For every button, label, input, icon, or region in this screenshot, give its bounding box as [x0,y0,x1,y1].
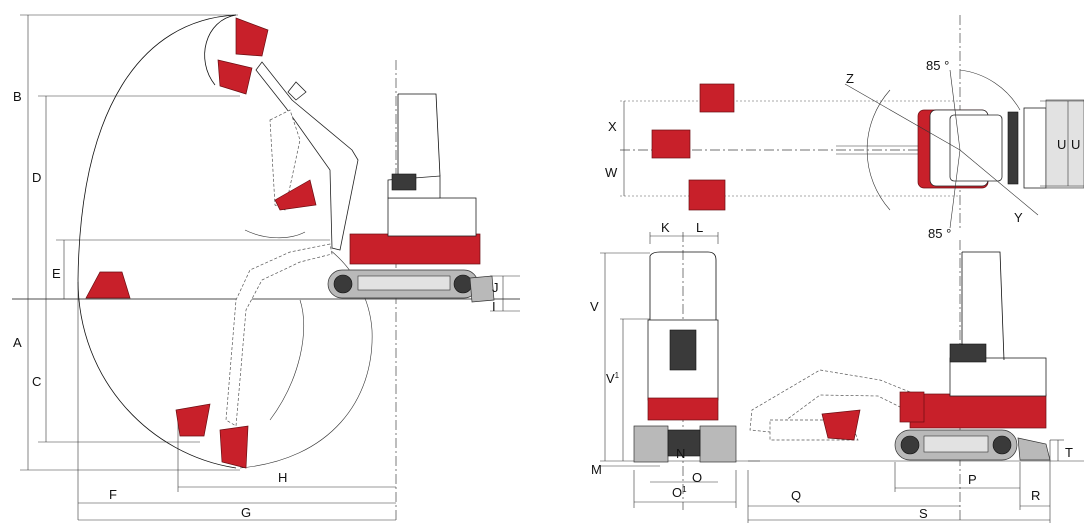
label-R: R [1031,488,1040,503]
label-angle-top: 85 ° [926,58,949,73]
bucket-top-3 [688,179,726,211]
label-O1: O1 [672,485,687,500]
label-S: S [919,506,928,521]
label-H: H [278,470,287,485]
label-angle-bottom: 85 ° [928,226,951,241]
label-K: K [661,220,670,235]
front-track-left [633,425,669,463]
label-I: I [492,299,496,314]
top-view: X W Z Y 85 ° 85 ° U U [605,15,1084,241]
bucket-top-1 [699,83,735,113]
front-track-right [699,425,737,463]
label-Z: Z [846,71,854,86]
transport-boom [749,369,911,433]
label-O: O [692,470,702,485]
label-A: A [13,335,22,350]
transport-side-view: T P Q R S [747,240,1084,523]
label-B: B [13,89,22,104]
label-N: N [676,446,685,461]
label-U-left: U [1057,137,1066,152]
label-V1: V1 [606,371,620,386]
boom-upper [217,17,359,251]
transport-bucket [821,409,861,441]
label-Y: Y [1014,210,1023,225]
boom-lower [175,243,333,469]
working-range-view: B D E A C H F G J I [12,14,520,521]
label-U-right: U [1071,137,1080,152]
label-V: V [590,299,599,314]
label-L: L [696,220,703,235]
label-J: J [492,280,499,295]
bucket-top-2 [651,129,691,159]
label-M: M [591,462,602,477]
label-C: C [32,374,41,389]
label-E: E [52,266,61,281]
label-X: X [608,119,617,134]
label-P: P [968,472,977,487]
label-D: D [32,170,41,185]
excavator-side-body [327,93,495,303]
bucket-ground [85,271,131,299]
label-G: G [241,505,251,520]
label-T: T [1065,445,1073,460]
label-Q: Q [791,488,801,503]
front-view: K L V V1 M N O O1 [590,220,760,510]
label-F: F [109,487,117,502]
label-W: W [605,165,618,180]
